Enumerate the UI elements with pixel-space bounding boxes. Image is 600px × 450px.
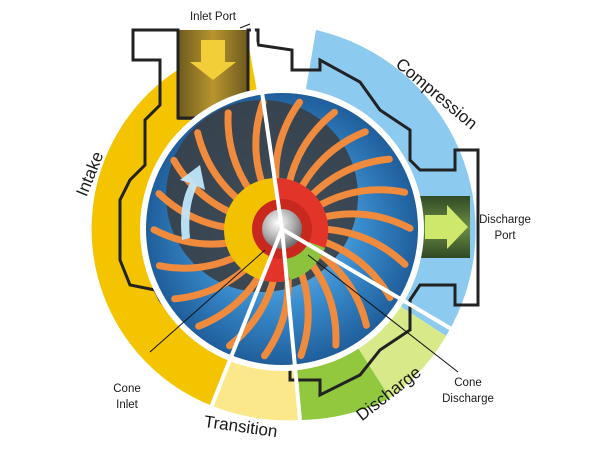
- leader-lines: [149, 23, 459, 373]
- impeller-blade: [316, 225, 409, 268]
- arrow-right-icon: [425, 205, 468, 249]
- leader-line-cone-discharge: [307, 254, 459, 373]
- impeller-blade: [310, 186, 409, 212]
- leader-line-inlet-port: [239, 23, 251, 29]
- cone-discharge-label-line2: Discharge: [442, 393, 494, 405]
- impeller-blade: [303, 155, 393, 204]
- discharge-port-label-line2: Port: [494, 230, 516, 242]
- sector-divider-lines: [208, 9, 472, 421]
- discharge-port: [418, 196, 470, 258]
- discharge-port-label-line1: Discharge: [479, 214, 531, 226]
- inlet-port-label: Inlet Port: [190, 11, 237, 23]
- cone-inlet-label-line1: Cone: [113, 383, 141, 395]
- pump-casing: [118, 28, 480, 398]
- curved-arrow-up-icon: [180, 165, 205, 240]
- impeller-blade: [315, 210, 414, 232]
- leader-line-cone-inlet: [149, 249, 266, 353]
- divider-line: [280, 228, 302, 421]
- cone-inlet-label-line2: Inlet: [116, 399, 139, 411]
- divider-line: [280, 227, 472, 342]
- impeller-blade: [310, 246, 370, 329]
- arrow-down-icon: [190, 40, 236, 80]
- divider-line: [248, 9, 284, 230]
- cone-discharge-label-line1: Cone: [454, 377, 482, 389]
- divider-line: [208, 228, 284, 411]
